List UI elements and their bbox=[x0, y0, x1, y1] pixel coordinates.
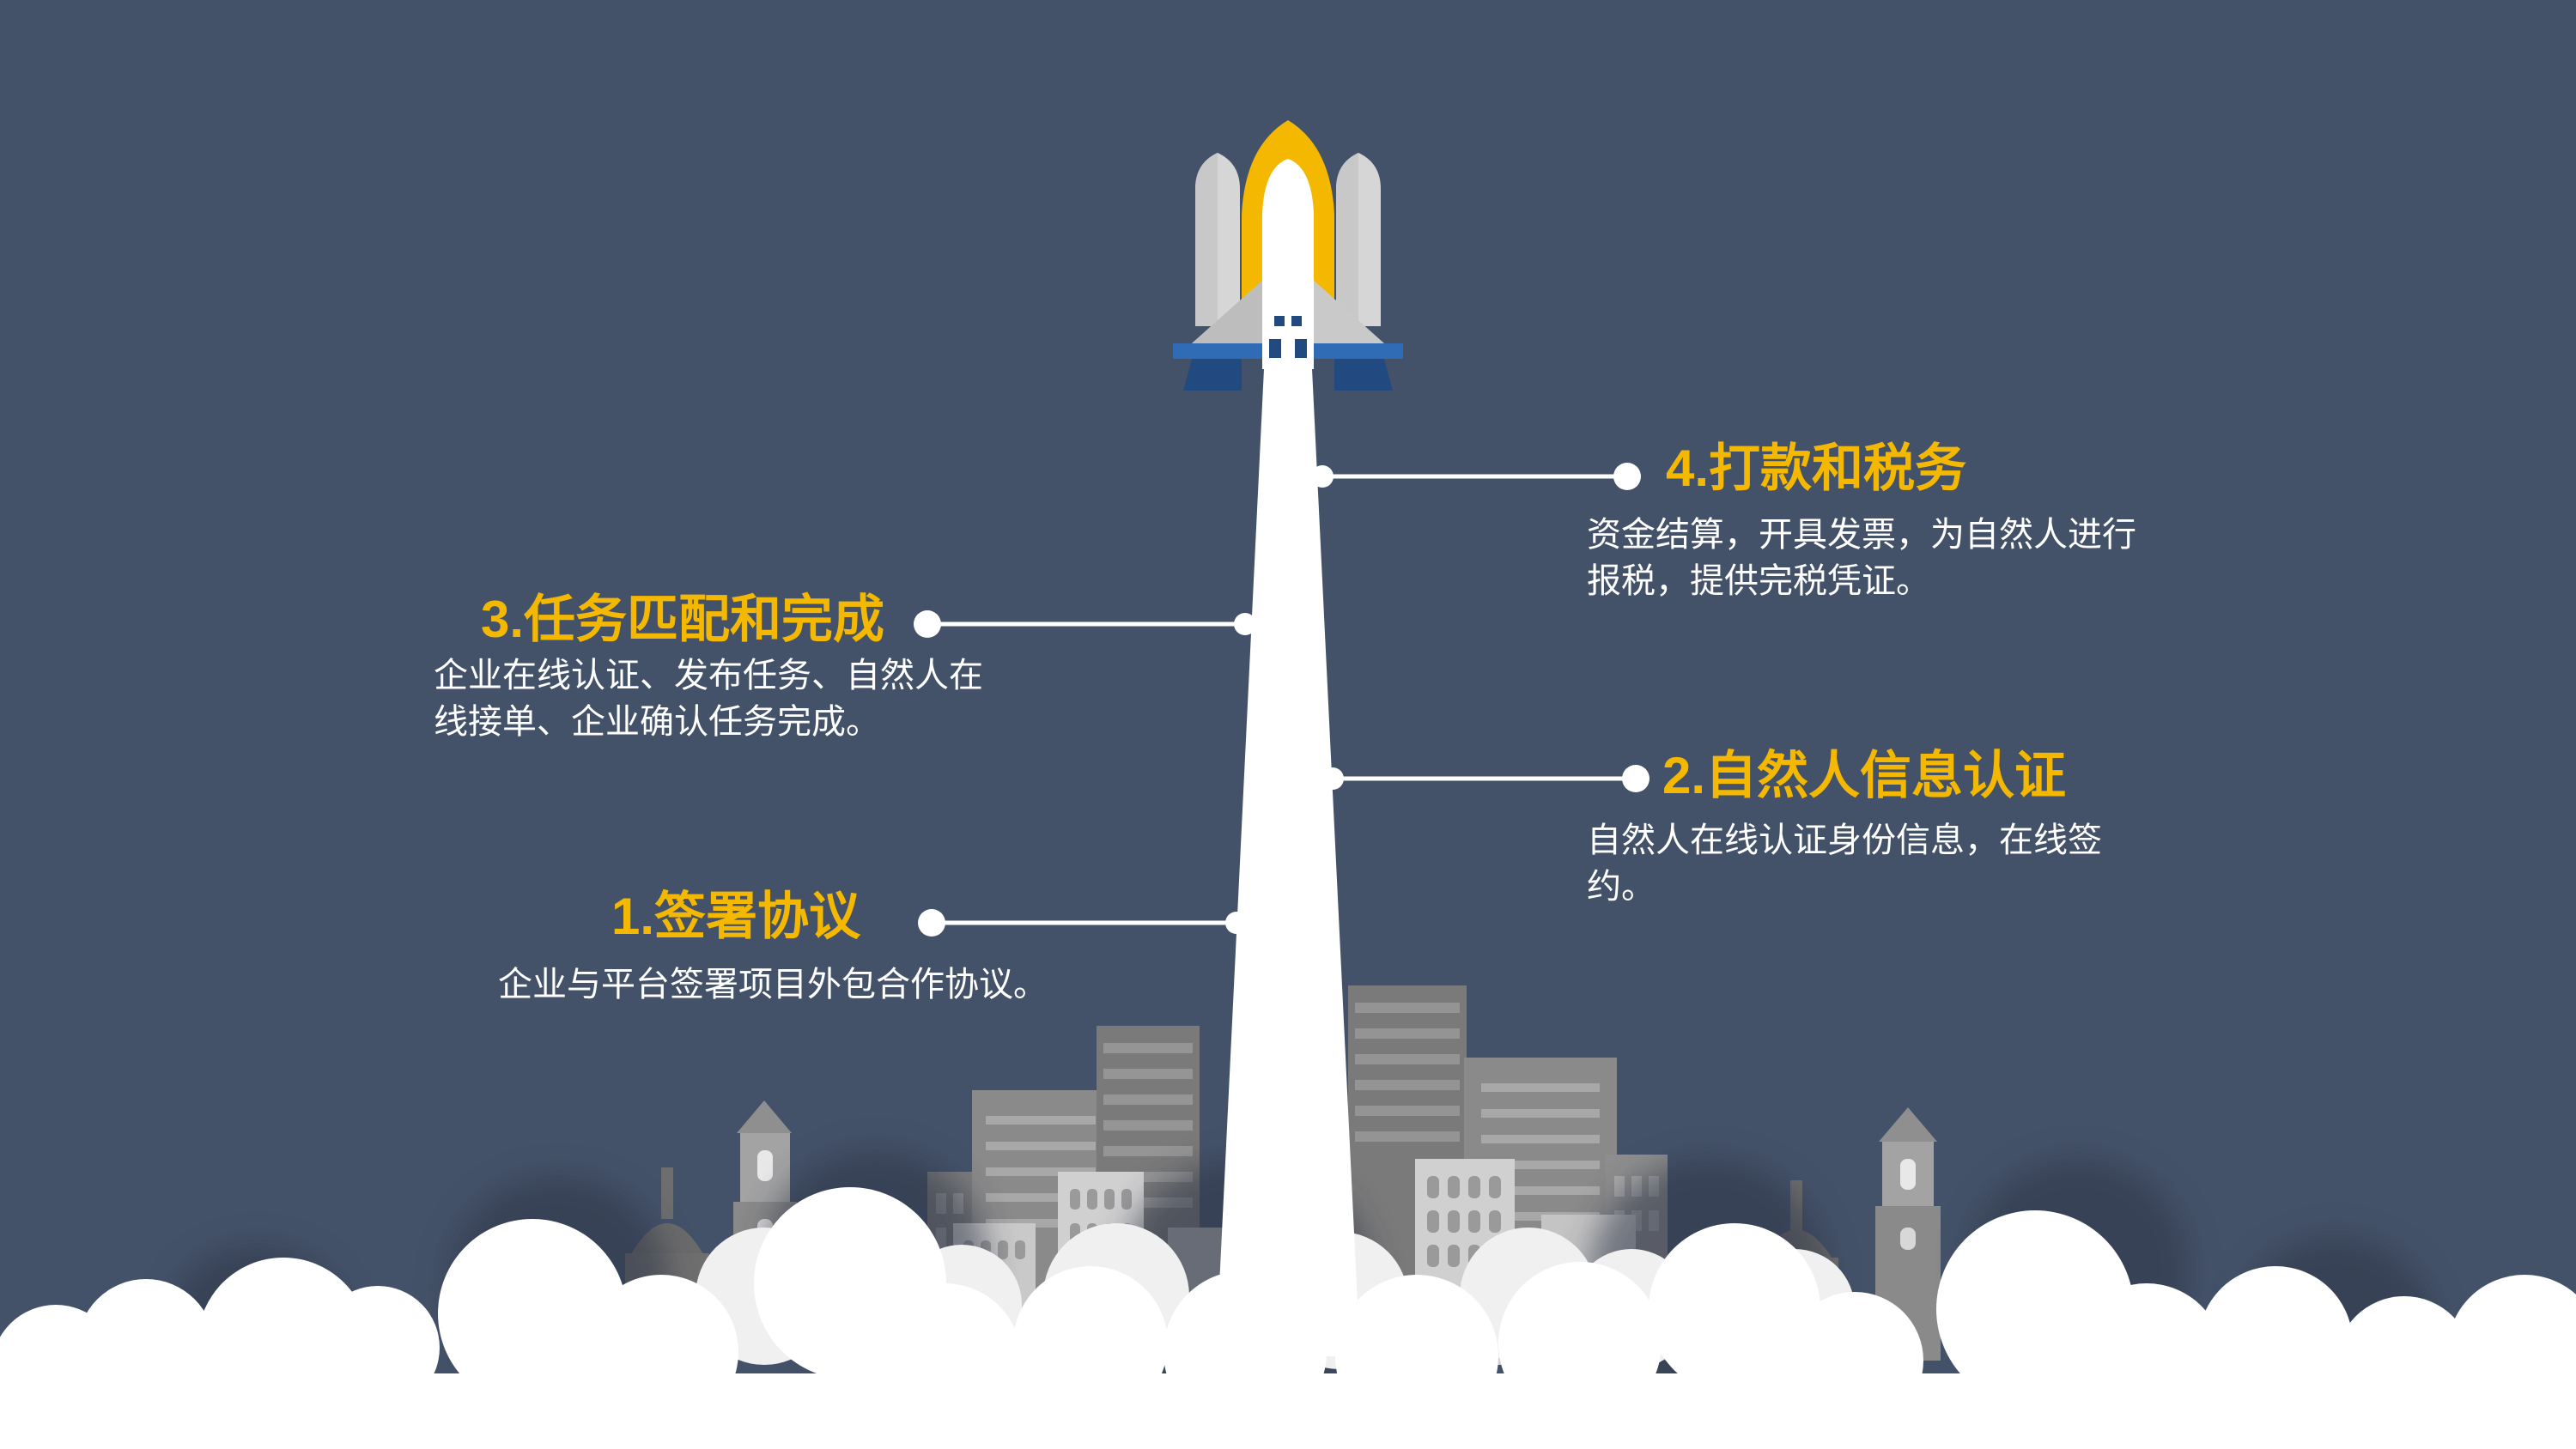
step-3-title: 3.任务匹配和完成 bbox=[481, 591, 885, 648]
rocket bbox=[1173, 120, 1403, 391]
step-4-description: 资金结算，开具发票，为自然人进行报税，提供完税凭证。 bbox=[1587, 516, 2136, 600]
connector-1 bbox=[918, 909, 1248, 937]
clouds bbox=[0, 1150, 2576, 1449]
step-4-title: 4.打款和税务 bbox=[1666, 440, 1967, 497]
connector-4 bbox=[1311, 463, 1641, 490]
step-1-title: 1.签署协议 bbox=[611, 888, 861, 945]
step-3-description: 企业在线认证、发布任务、自然人在线接单、企业确认任务完成。 bbox=[434, 657, 983, 741]
connector-3 bbox=[914, 610, 1256, 638]
rocket-trail bbox=[1216, 369, 1360, 1356]
step-2-title: 2.自然人信息认证 bbox=[1662, 747, 2067, 804]
connector-2 bbox=[1321, 765, 1649, 792]
step-1-description: 企业与平台签署项目外包合作协议。 bbox=[498, 966, 1048, 1003]
step-2-description: 自然人在线认证身份信息，在线签约。 bbox=[1587, 822, 2102, 906]
